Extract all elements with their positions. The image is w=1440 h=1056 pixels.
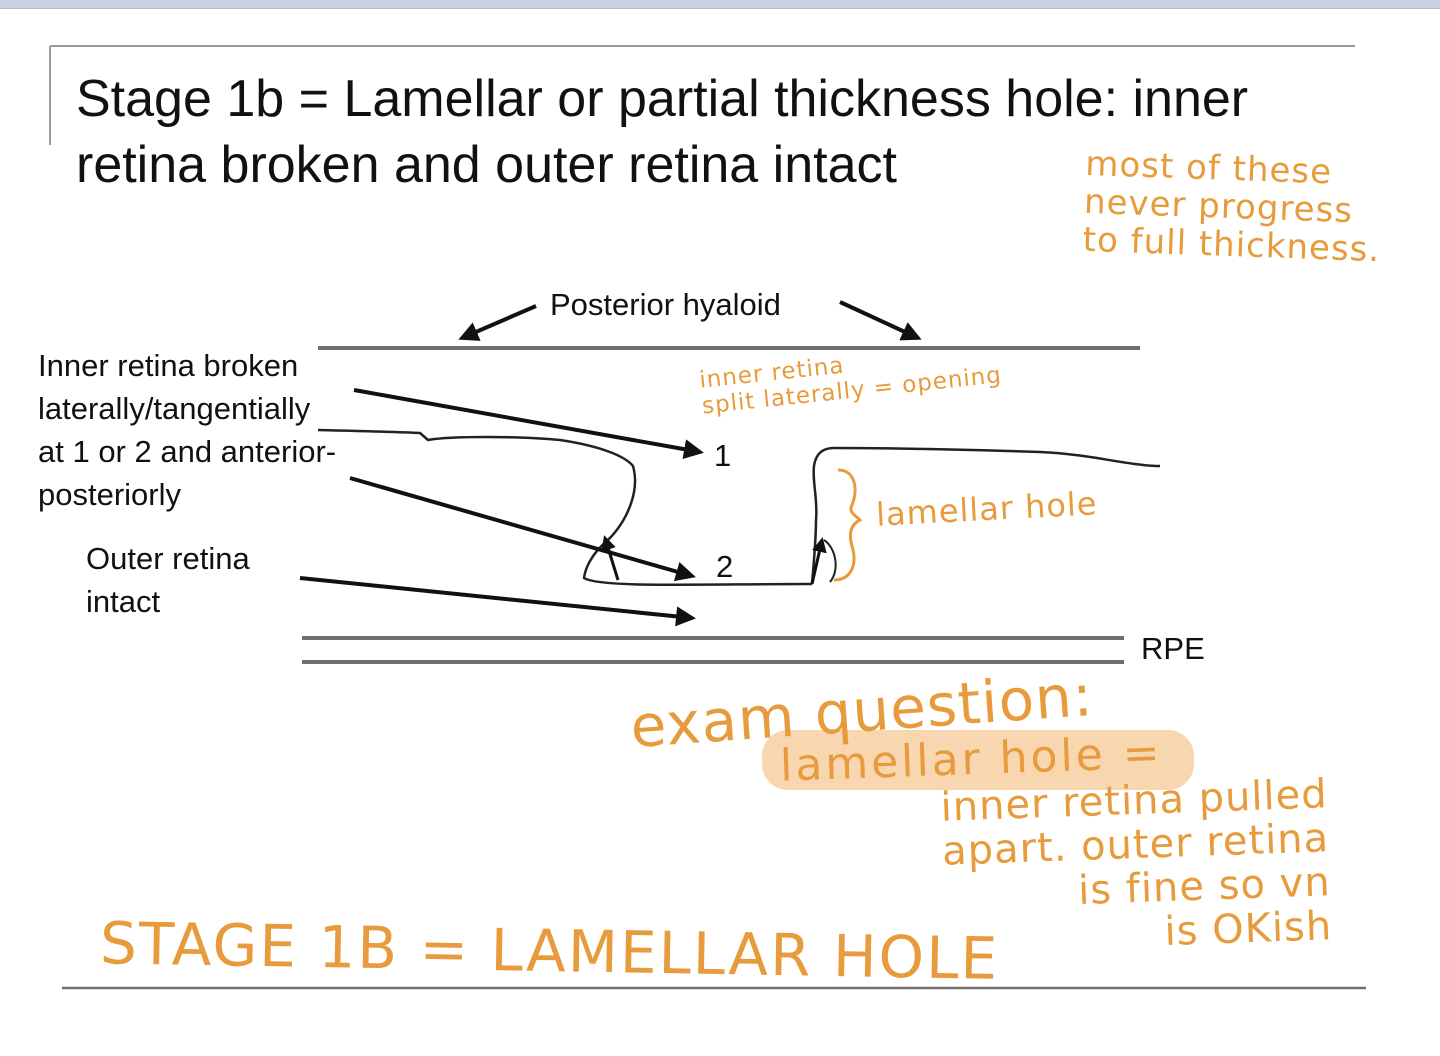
lamellar-hole-bracket xyxy=(833,468,863,582)
slide-title: Stage 1b = Lamellar or partial thickness… xyxy=(76,70,1249,194)
progress-note: most of these never progress to full thi… xyxy=(1082,143,1381,271)
hyaloid-arrow-left xyxy=(458,304,537,341)
exam-highlight xyxy=(762,730,1194,790)
hole-arrow-left xyxy=(601,535,620,581)
top-border xyxy=(0,0,1440,9)
rpe-label: RPE xyxy=(1141,631,1205,666)
arrow-to-1 xyxy=(353,388,704,460)
marker-1-label: 1 xyxy=(714,438,732,473)
arrow-to-outer-retina xyxy=(299,576,696,627)
hole-curl-right xyxy=(823,539,837,583)
marker-2-label: 2 xyxy=(716,549,734,584)
outer-retina-intact-label: Outer retina intact xyxy=(86,541,250,619)
retina-profile-left xyxy=(317,428,813,587)
hyaloid-arrow-right xyxy=(839,300,922,341)
posterior-hyaloid-label: Posterior hyaloid xyxy=(550,287,781,322)
retina-profile-right xyxy=(810,446,1161,585)
hole-arrow-right xyxy=(810,537,827,585)
arrow-to-2 xyxy=(349,476,696,582)
inner-retina-broken-label: Inner retina broken laterally/tangential… xyxy=(38,348,337,512)
